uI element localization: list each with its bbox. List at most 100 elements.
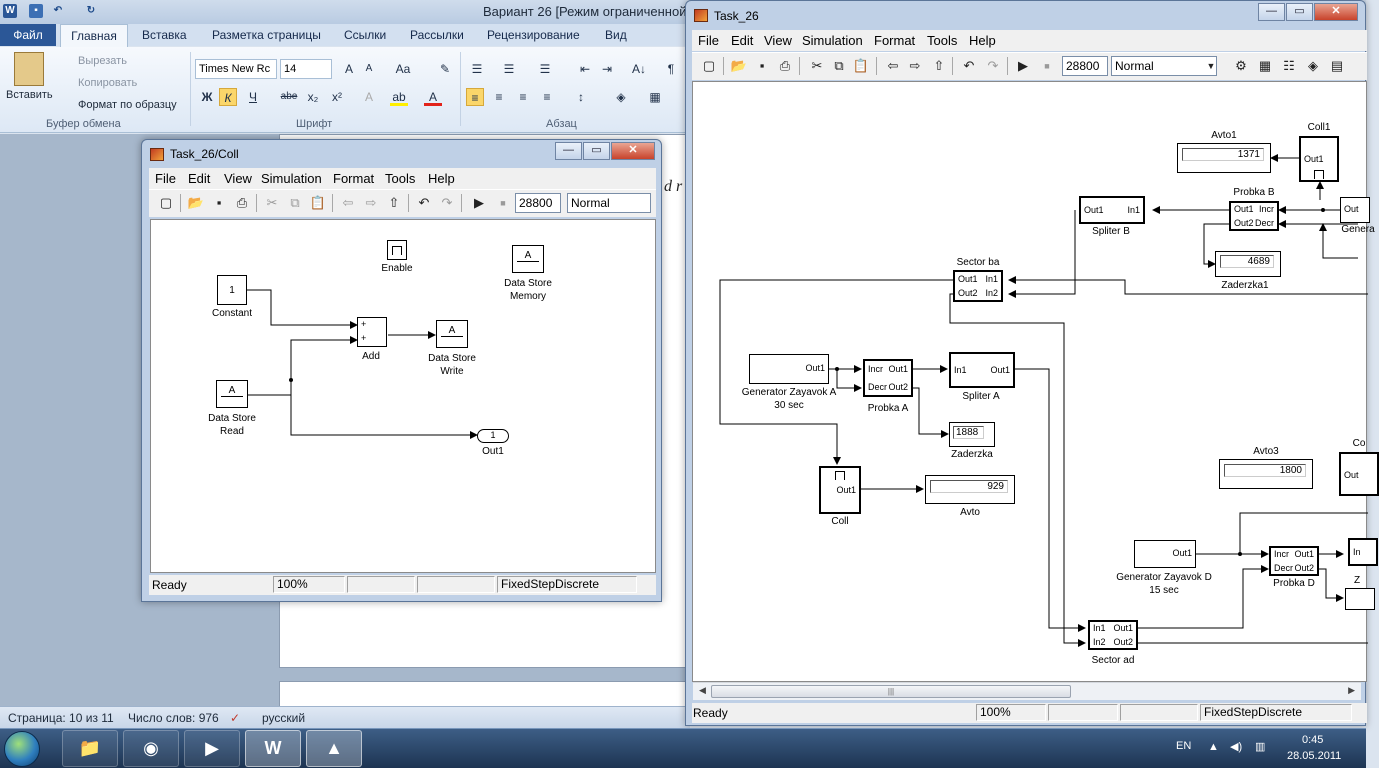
font-size-field[interactable]: 14: [280, 59, 332, 79]
pilcrow-icon[interactable]: ¶: [667, 62, 675, 76]
decrease-indent-icon[interactable]: ⇤: [579, 62, 591, 76]
page-count[interactable]: Страница: 10 из 11: [8, 711, 114, 725]
start-simulation-icon[interactable]: ▶: [474, 195, 484, 210]
generator-b-block[interactable]: Out: [1340, 197, 1370, 223]
data-store-write-block[interactable]: A: [436, 320, 468, 348]
align-left-icon[interactable]: ≡: [466, 88, 484, 106]
menu-edit[interactable]: Edit: [188, 171, 211, 186]
grow-font-icon[interactable]: A: [344, 62, 353, 76]
superscript-icon[interactable]: x²: [332, 90, 342, 104]
paste-icon[interactable]: 📋: [852, 58, 870, 73]
copy-button[interactable]: Копировать: [78, 77, 138, 89]
clock-time[interactable]: 0:45: [1302, 734, 1324, 746]
enable-block[interactable]: [387, 240, 407, 260]
clear-format-icon[interactable]: ✎: [439, 62, 451, 76]
open-icon[interactable]: 📂: [730, 58, 748, 73]
tab-review[interactable]: Рецензирование: [487, 28, 580, 42]
data-store-memory-block[interactable]: A: [512, 245, 544, 273]
build-icon[interactable]: ⚙: [1235, 58, 1247, 73]
menu-format[interactable]: Format: [874, 33, 916, 48]
up-icon[interactable]: ⇧: [933, 58, 945, 73]
language-indicator[interactable]: EN: [1176, 740, 1192, 752]
volume-icon[interactable]: ◀): [1230, 741, 1243, 753]
stop-simulation-icon[interactable]: ■: [1044, 61, 1050, 71]
library-browser-icon[interactable]: ▦: [1258, 58, 1272, 73]
align-center-icon[interactable]: ≡: [495, 90, 503, 104]
spliter-b-block[interactable]: Out1 In1: [1079, 196, 1145, 224]
font-color-icon[interactable]: A: [424, 88, 442, 106]
forward-icon[interactable]: ⇨: [909, 58, 921, 73]
save-icon[interactable]: ▪: [759, 58, 765, 73]
shrink-font-icon[interactable]: A: [365, 63, 373, 74]
paste-button[interactable]: Вставить: [6, 89, 53, 101]
redo-icon[interactable]: ↷: [441, 195, 453, 210]
generator-d-block[interactable]: Out1: [1134, 540, 1196, 568]
tab-file[interactable]: Файл: [0, 24, 56, 46]
menu-view[interactable]: View: [764, 33, 792, 48]
model-explorer-icon[interactable]: ☷: [1283, 58, 1295, 73]
out1-port-block[interactable]: 1: [477, 429, 509, 443]
paste-icon[interactable]: 📋: [309, 195, 327, 210]
sector-ad-block[interactable]: In1 Out1 In2 Out2: [1088, 620, 1138, 650]
probka-b-block[interactable]: Out1 Incr Out2 Decr: [1229, 201, 1279, 231]
close-button[interactable]: ✕: [611, 142, 655, 160]
coll-titlebar[interactable]: Task_26/Coll — ▭ ✕: [142, 140, 661, 168]
line-spacing-icon[interactable]: ↕: [578, 90, 584, 104]
undo-icon[interactable]: ↶: [418, 195, 430, 210]
maximize-button[interactable]: ▭: [583, 142, 610, 160]
numbering-icon[interactable]: ☰: [503, 62, 515, 76]
word-count[interactable]: Число слов: 976: [128, 711, 219, 725]
minimize-button[interactable]: —: [1258, 3, 1285, 21]
menu-edit[interactable]: Edit: [731, 33, 754, 48]
menu-file[interactable]: File: [155, 171, 176, 186]
spliter-d-block[interactable]: In: [1348, 538, 1378, 566]
cut-icon[interactable]: ✂: [266, 195, 278, 210]
task26-model-canvas[interactable]: Avto1 1371 Coll1 Out1 Probka B Out1 Incr…: [692, 81, 1379, 682]
open-icon[interactable]: 📂: [187, 195, 205, 210]
word-app-icon[interactable]: W: [3, 4, 17, 18]
task26-titlebar[interactable]: Task_26 — ▭ ✕: [686, 1, 1365, 29]
forward-icon[interactable]: ⇨: [365, 195, 377, 210]
paste-icon[interactable]: [14, 52, 44, 86]
zaderzka1-display-block[interactable]: 4689: [1215, 251, 1281, 277]
matlab-taskbar-icon[interactable]: ▲: [306, 730, 362, 767]
shading-icon[interactable]: ◈: [616, 90, 626, 104]
stop-simulation-icon[interactable]: ■: [500, 198, 506, 208]
generator-a-block[interactable]: Out1: [749, 354, 829, 384]
menu-tools[interactable]: Tools: [927, 33, 958, 48]
redo-icon[interactable]: ↻: [86, 5, 96, 16]
constant-block[interactable]: 1: [217, 275, 247, 305]
coll1-subsystem-block[interactable]: Out1: [1299, 136, 1339, 182]
menu-format[interactable]: Format: [333, 171, 375, 186]
language-indicator[interactable]: русский: [262, 711, 306, 725]
zaderzka-d-display-block[interactable]: [1345, 588, 1375, 610]
word-page[interactable]: [279, 681, 690, 707]
format-painter-button[interactable]: Формат по образцу: [78, 99, 177, 111]
tab-references[interactable]: Ссылки: [344, 28, 387, 42]
clock-date[interactable]: 28.05.2011: [1287, 750, 1342, 762]
undo-icon[interactable]: ↶: [53, 5, 63, 16]
font-name-field[interactable]: Times New Rc: [195, 59, 277, 79]
undo-icon[interactable]: ↶: [963, 58, 975, 73]
menu-help[interactable]: Help: [969, 33, 996, 48]
coll-subsystem-block[interactable]: Out1: [819, 466, 861, 514]
config-icon[interactable]: ▤: [1330, 58, 1344, 73]
bullets-icon[interactable]: ☰: [471, 62, 483, 76]
subscript-icon[interactable]: x₂: [307, 90, 319, 104]
sector-ba-block[interactable]: Out1 In1 Out2 In2: [953, 270, 1003, 302]
word-taskbar-icon[interactable]: W: [245, 730, 301, 767]
avto-display-block[interactable]: 929: [925, 475, 1015, 504]
horizontal-scrollbar[interactable]: ◀ ||| ▶: [693, 682, 1361, 700]
minimize-button[interactable]: —: [555, 142, 582, 160]
highlight-icon[interactable]: ab: [390, 88, 408, 106]
sim-mode-dropdown-icon[interactable]: ▼: [1206, 61, 1216, 71]
tab-layout[interactable]: Разметка страницы: [212, 28, 321, 42]
spellcheck-icon[interactable]: ✓: [230, 711, 241, 725]
scroll-right-arrow[interactable]: ▶: [1348, 685, 1355, 695]
spliter-a-block[interactable]: In1 Out1: [949, 352, 1015, 388]
italic-button[interactable]: К: [219, 88, 237, 106]
new-icon[interactable]: ▢: [159, 195, 173, 210]
avto1-display-block[interactable]: 1371: [1177, 143, 1271, 173]
debug-icon[interactable]: ◈: [1308, 58, 1318, 73]
maximize-button[interactable]: ▭: [1286, 3, 1313, 21]
